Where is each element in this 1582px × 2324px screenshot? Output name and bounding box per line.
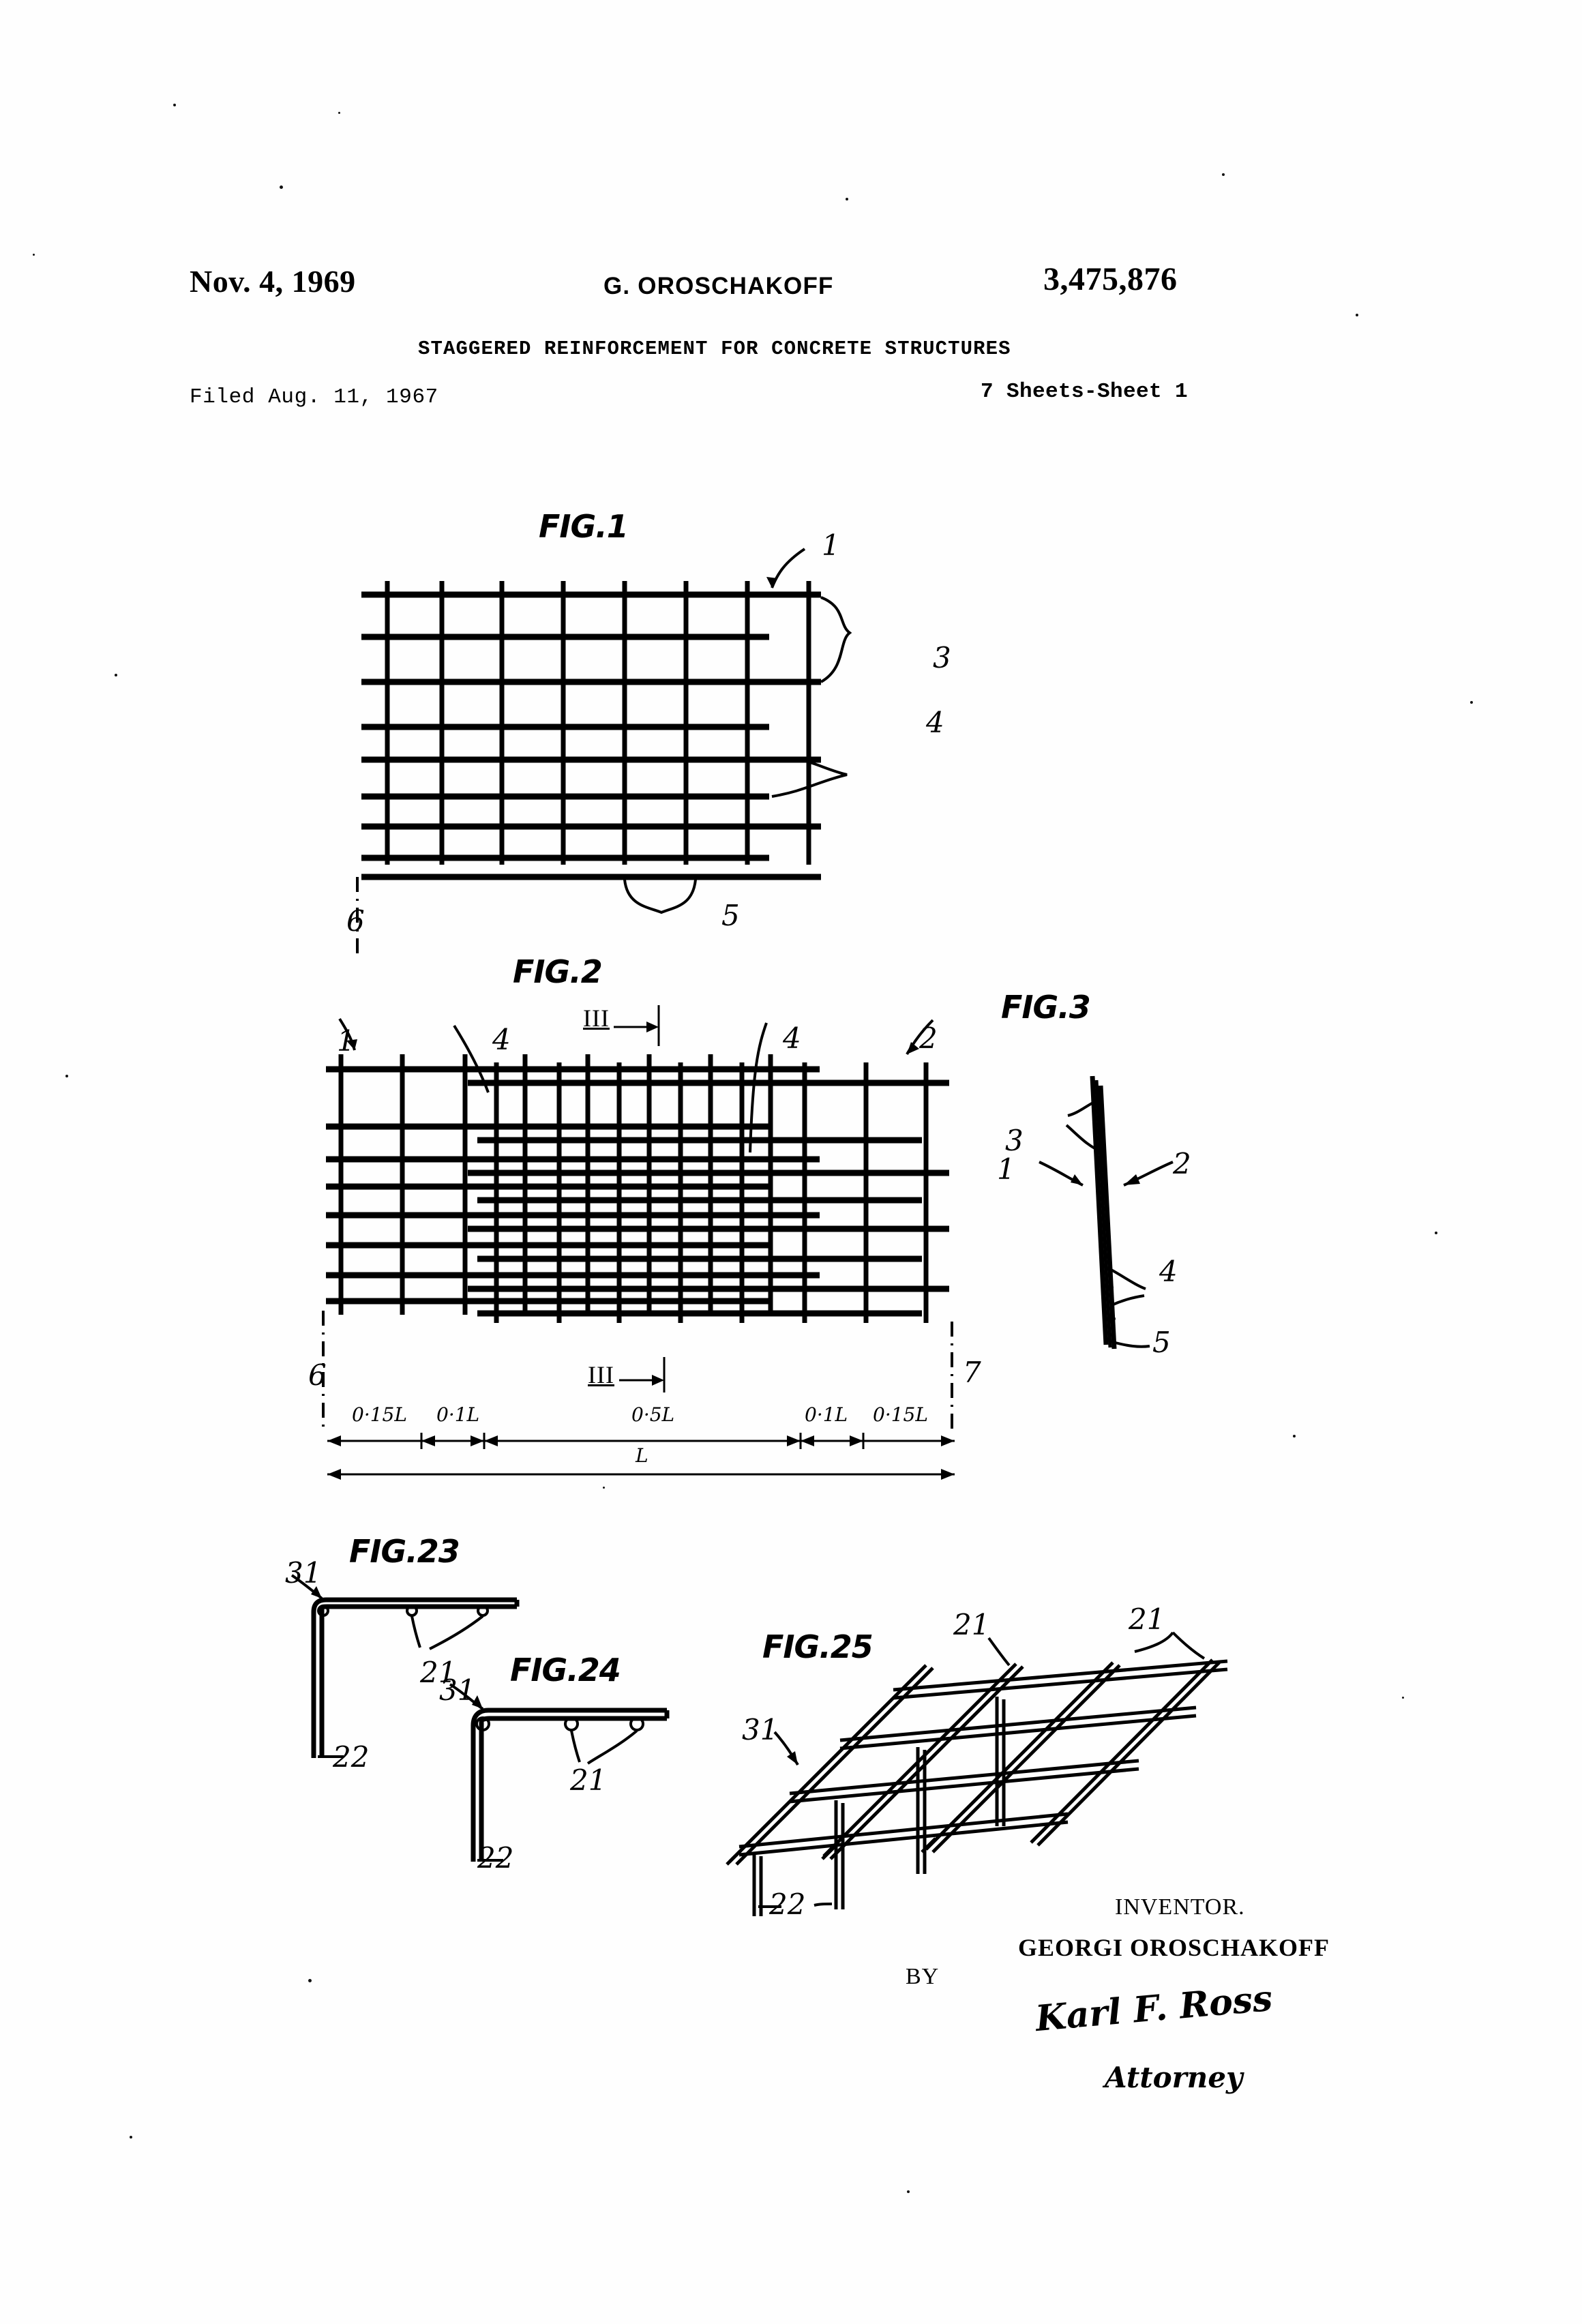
fig2-ref-4b: 4 xyxy=(783,1022,801,1055)
scan-speck xyxy=(1222,173,1225,176)
fig25-ref-22: 22 xyxy=(769,1888,806,1921)
inventor-name: GEORGI OROSCHAKOFF xyxy=(1018,1934,1330,1961)
fig24-ref-21: 21 xyxy=(570,1763,607,1797)
fig25-ref-21b: 21 xyxy=(1129,1603,1165,1636)
scan-speck xyxy=(603,1487,605,1489)
fig2-title: FIG.2 xyxy=(513,953,603,990)
fig3-title: FIG.3 xyxy=(1001,989,1091,1026)
fig3-ref-3: 3 xyxy=(1005,1124,1024,1157)
fig23-ref-31: 31 xyxy=(285,1556,322,1590)
scan-speck xyxy=(280,185,283,189)
sheet-count: 7 Sheets-Sheet 1 xyxy=(981,380,1189,404)
fig2-ref-2: 2 xyxy=(919,1022,938,1055)
scan-speck xyxy=(65,1075,68,1077)
fig24-ref-31: 31 xyxy=(439,1673,476,1707)
inventor-surname: G. OROSCHAKOFF xyxy=(603,273,834,299)
scan-speck xyxy=(1435,1232,1437,1234)
fig24-ref-22: 22 xyxy=(477,1841,514,1875)
fig2-ref-7: 7 xyxy=(963,1356,981,1389)
fig1-ref-6: 6 xyxy=(346,904,365,938)
fig3-drawing xyxy=(1039,1075,1174,1350)
fig2-dimension-overall xyxy=(327,1469,955,1480)
fig2-ref-4a: 4 xyxy=(492,1023,511,1056)
fig1-ref-3: 3 xyxy=(933,641,951,674)
scan-speck xyxy=(1356,314,1358,316)
fig3-ref-4: 4 xyxy=(1159,1255,1178,1288)
fig25-title: FIG.25 xyxy=(762,1628,874,1665)
attorney-signature: Karl F. Ross xyxy=(1034,1977,1274,2040)
scan-speck xyxy=(1402,1697,1404,1699)
fig1-ref-1: 1 xyxy=(822,528,840,562)
fig2-section-mark-top: III xyxy=(583,1004,610,1032)
scan-speck xyxy=(846,198,848,200)
publication-date: Nov. 4, 1969 xyxy=(190,264,356,299)
inventor-label: INVENTOR. xyxy=(1115,1894,1245,1920)
fig3-ref-5: 5 xyxy=(1152,1326,1171,1359)
scan-speck xyxy=(308,1979,312,1982)
scan-speck xyxy=(33,254,35,256)
attorney-label: Attorney xyxy=(1105,2061,1243,2094)
fig3-ref-2: 2 xyxy=(1173,1147,1191,1180)
scan-speck xyxy=(173,104,176,106)
fig2-section-arrow-top xyxy=(614,1005,660,1046)
fig23-ref-21: 21 xyxy=(420,1656,457,1689)
fig2-dim-seg-0: 0·15L xyxy=(352,1403,407,1426)
by-label: BY xyxy=(906,1964,940,1989)
fig2-dim-seg-3: 0·1L xyxy=(805,1403,848,1426)
scan-speck xyxy=(115,674,117,676)
fig2-dim-seg-2: 0·5L xyxy=(631,1403,675,1426)
fig1-ref-5: 5 xyxy=(721,899,740,932)
fig1-title: FIG.1 xyxy=(539,508,629,545)
fig2-section-mark-bottom: III xyxy=(588,1361,614,1388)
fig2-dimension-segments xyxy=(327,1433,955,1449)
fig3-ref-1: 1 xyxy=(997,1152,1015,1186)
scan-speck xyxy=(130,2136,132,2139)
filing-date: Filed Aug. 11, 1967 xyxy=(190,385,438,409)
scan-speck xyxy=(1293,1435,1296,1437)
fig2-section-arrow-bottom xyxy=(619,1357,666,1392)
scan-speck xyxy=(1470,701,1473,704)
scan-speck xyxy=(338,112,340,114)
fig2-ref-6: 6 xyxy=(308,1358,327,1392)
patent-number: 3,475,876 xyxy=(1043,261,1178,297)
fig23-ref-22: 22 xyxy=(333,1740,370,1774)
fig25-ref-31: 31 xyxy=(742,1713,779,1746)
fig1-ref-4: 4 xyxy=(926,706,944,739)
fig2-dim-seg-1: 0·1L xyxy=(436,1403,480,1426)
fig24-drawing xyxy=(449,1683,670,1862)
fig25-drawing xyxy=(726,1631,1228,1916)
fig1-drawing xyxy=(356,548,852,955)
fig2-dim-seg-4: 0·15L xyxy=(873,1403,928,1426)
scan-speck xyxy=(907,2190,910,2193)
fig23-drawing xyxy=(290,1574,520,1758)
fig2-ref-1: 1 xyxy=(337,1024,355,1058)
fig2-dim-overall: L xyxy=(636,1444,648,1467)
fig23-title: FIG.23 xyxy=(349,1533,460,1570)
fig24-title: FIG.24 xyxy=(510,1652,621,1688)
patent-title: STAGGERED REINFORCEMENT FOR CONCRETE STR… xyxy=(418,338,1011,360)
fig25-ref-21a: 21 xyxy=(953,1608,990,1641)
fig2-drawing xyxy=(322,1017,953,1429)
